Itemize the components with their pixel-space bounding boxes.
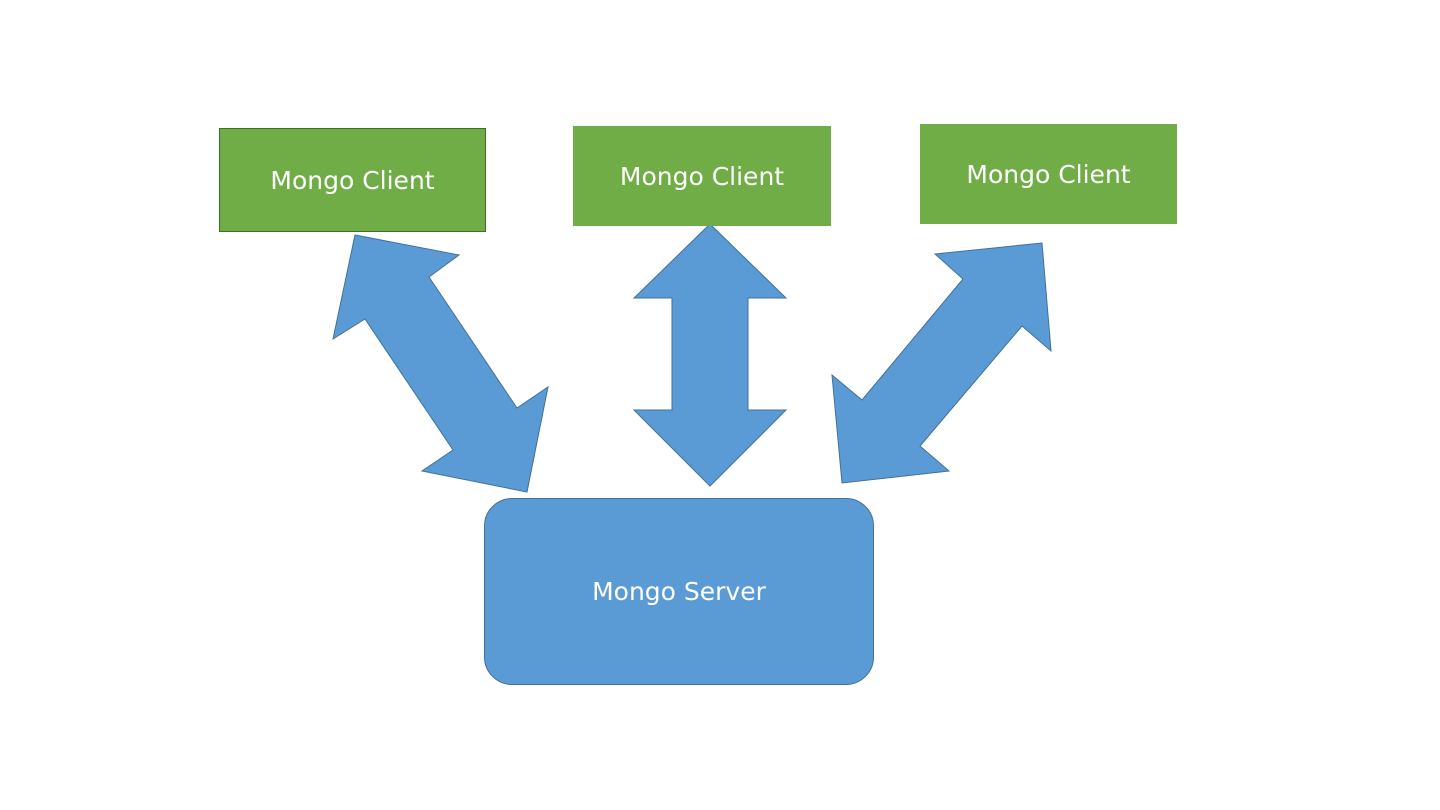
mongo-server-label: Mongo Server bbox=[592, 577, 766, 606]
mongo-client-label-2: Mongo Client bbox=[619, 161, 785, 191]
mongo-client-box-2: Mongo Client bbox=[573, 126, 831, 226]
mongo-client-box-3: Mongo Client bbox=[920, 124, 1177, 224]
mongo-client-label-1: Mongo Client bbox=[270, 165, 435, 195]
mongo-server-box: Mongo Server bbox=[484, 498, 874, 685]
mongo-client-box-1: Mongo Client bbox=[219, 128, 486, 232]
double-arrow-center bbox=[632, 223, 788, 487]
double-arrow-right bbox=[831, 242, 1052, 484]
mongo-client-label-3: Mongo Client bbox=[966, 159, 1131, 189]
double-arrow-left bbox=[332, 234, 549, 493]
